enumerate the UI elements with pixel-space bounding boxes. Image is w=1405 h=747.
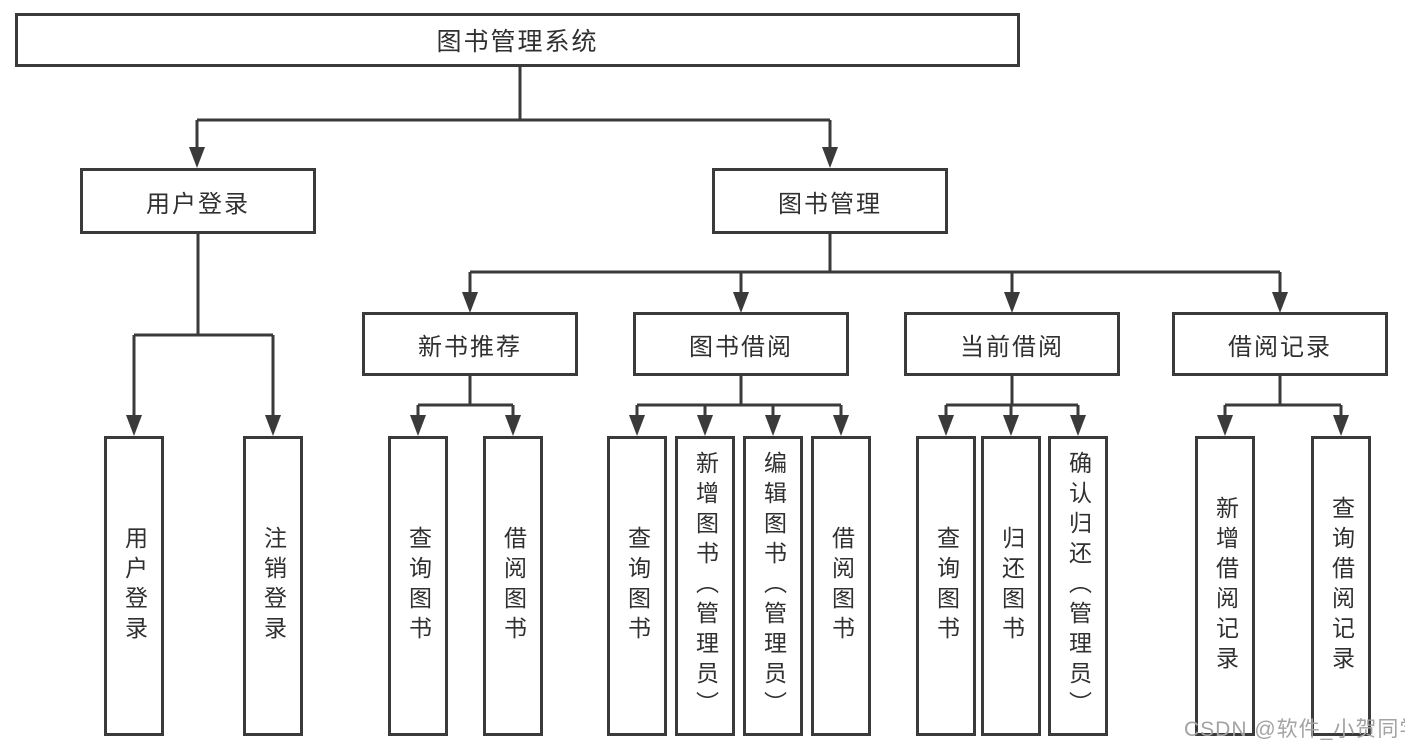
node-book-management: 图书管理 <box>712 168 948 234</box>
connector-book-management <box>468 234 1282 298</box>
leaf-query-books-current: 查询图书 <box>916 436 976 736</box>
connector-new-book-recommendation <box>416 376 515 421</box>
leaf-borrow-books-borrowing: 借阅图书 <box>811 436 871 736</box>
node-current-borrowing: 当前借阅 <box>904 312 1120 376</box>
arrowhead-icon <box>733 292 749 313</box>
node-borrowing-records: 借阅记录 <box>1172 312 1388 376</box>
arrowhead-icon <box>1003 415 1019 436</box>
arrowhead-icon <box>265 415 281 436</box>
watermark: CSDN @软件_小贺同学 <box>1184 718 1405 741</box>
arrowhead-icon <box>822 147 838 168</box>
arrowhead-icon <box>505 415 521 436</box>
node-book-borrowing: 图书借阅 <box>633 312 849 376</box>
connector-book-borrowing <box>635 376 843 421</box>
leaf-confirm-return-admin: 确认归还（管理员） <box>1048 436 1108 736</box>
connector-current-borrowing <box>944 376 1080 421</box>
arrowhead-icon <box>1333 415 1349 436</box>
leaf-edit-books-admin: 编辑图书（管理员） <box>743 436 803 736</box>
arrowhead-icon <box>629 415 645 436</box>
arrowhead-icon <box>697 415 713 436</box>
connector-borrowing-records <box>1223 376 1343 421</box>
leaf-borrow-books-recommend: 借阅图书 <box>483 436 543 736</box>
arrowhead-icon <box>1004 292 1020 313</box>
connector-user-login <box>132 234 275 421</box>
arrowhead-icon <box>938 415 954 436</box>
leaf-return-books: 归还图书 <box>981 436 1041 736</box>
node-new-book-recommendation: 新书推荐 <box>362 312 578 376</box>
arrowhead-icon <box>126 415 142 436</box>
arrowhead-icon <box>1272 292 1288 313</box>
node-library-system: 图书管理系统 <box>15 13 1020 67</box>
arrowhead-icon <box>1070 415 1086 436</box>
leaf-add-books-admin: 新增图书（管理员） <box>675 436 735 736</box>
leaf-logout: 注销登录 <box>243 436 303 736</box>
leaf-query-borrow-record: 查询借阅记录 <box>1311 436 1371 736</box>
arrowhead-icon <box>1217 415 1233 436</box>
leaf-add-borrow-record: 新增借阅记录 <box>1195 436 1255 736</box>
leaf-user-login: 用户登录 <box>104 436 164 736</box>
arrowhead-icon <box>765 415 781 436</box>
connector-root <box>195 67 832 153</box>
leaf-query-books-borrowing: 查询图书 <box>607 436 667 736</box>
leaf-query-books-recommend: 查询图书 <box>388 436 448 736</box>
arrowhead-icon <box>189 147 205 168</box>
node-user-login: 用户登录 <box>80 168 316 234</box>
arrowhead-icon <box>462 292 478 313</box>
arrowhead-icon <box>410 415 426 436</box>
arrowhead-icon <box>833 415 849 436</box>
